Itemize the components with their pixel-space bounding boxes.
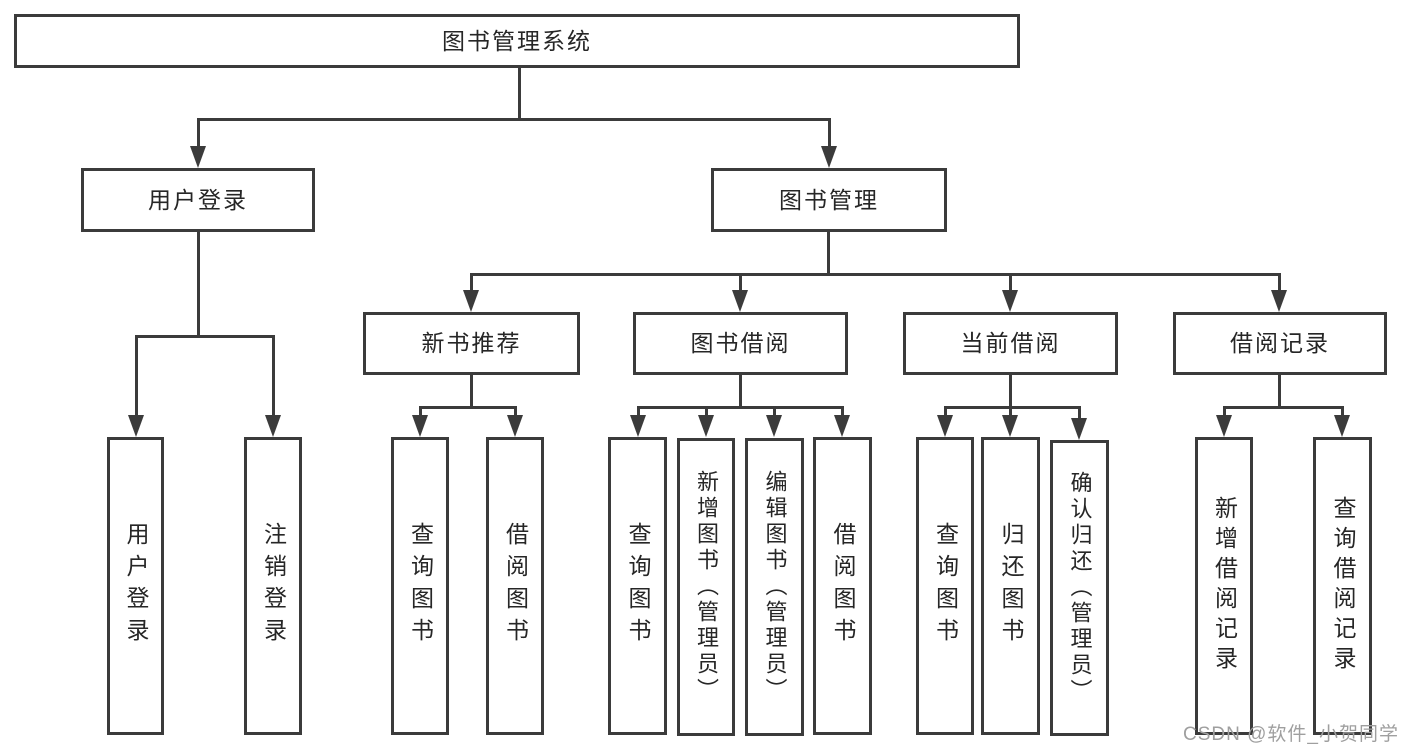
connector-line [637, 406, 843, 409]
arrow-down-icon [1071, 418, 1087, 440]
leaf-confirm-return-admin: 确认归还（管理员） [1050, 440, 1109, 736]
connector-line [773, 406, 776, 418]
connector-line [197, 118, 200, 150]
connector-line [272, 335, 275, 417]
leaf-add-book-admin: 新增图书（管理员） [677, 438, 735, 736]
connector-line [1278, 375, 1281, 406]
arrow-down-icon [766, 415, 782, 437]
connector-line [1009, 406, 1012, 418]
arrow-down-icon [834, 415, 850, 437]
leaf-user-login: 用户登录 [107, 437, 164, 735]
connector-line [1078, 406, 1081, 418]
leaf-borrow-book-2: 借阅图书 [813, 437, 872, 735]
connector-line [197, 118, 831, 121]
leaf-edit-book-admin: 编辑图书（管理员） [745, 438, 804, 736]
arrow-down-icon [412, 415, 428, 437]
connector-line [827, 232, 830, 273]
node-book-borrow: 图书借阅 [633, 312, 848, 375]
connector-line [1223, 406, 1226, 418]
arrow-down-icon [1002, 290, 1018, 312]
connector-line [944, 406, 947, 418]
connector-line [739, 273, 742, 293]
arrow-down-icon [732, 290, 748, 312]
connector-line [470, 273, 1281, 276]
arrow-down-icon [698, 415, 714, 437]
arrow-down-icon [463, 290, 479, 312]
connector-line [197, 232, 200, 335]
connector-line [1009, 375, 1012, 406]
arrow-down-icon [1002, 415, 1018, 437]
connector-line [419, 406, 422, 418]
connector-line [1278, 273, 1281, 293]
leaf-query-book-3: 查询图书 [916, 437, 974, 735]
connector-line [1009, 273, 1012, 293]
arrow-down-icon [1334, 415, 1350, 437]
arrow-down-icon [1216, 415, 1232, 437]
leaf-logout: 注销登录 [244, 437, 302, 735]
arrow-down-icon [821, 146, 837, 168]
node-book-management: 图书管理 [711, 168, 947, 232]
node-user-login: 用户登录 [81, 168, 315, 232]
leaf-add-borrow-record: 新增借阅记录 [1195, 437, 1253, 735]
csdn-watermark: CSDN @软件_小贺同学 [1183, 724, 1399, 745]
leaf-query-borrow-record: 查询借阅记录 [1313, 437, 1372, 735]
node-root: 图书管理系统 [14, 14, 1020, 68]
connector-line [514, 406, 517, 418]
connector-line [841, 406, 844, 418]
node-borrow-record: 借阅记录 [1173, 312, 1387, 375]
connector-line [135, 335, 275, 338]
connector-line [1341, 406, 1344, 418]
arrow-down-icon [1271, 290, 1287, 312]
arrow-down-icon [128, 415, 144, 437]
connector-line [518, 68, 521, 118]
leaf-query-book-2: 查询图书 [608, 437, 667, 735]
connector-line [135, 335, 138, 417]
node-current-borrow: 当前借阅 [903, 312, 1118, 375]
arrow-down-icon [937, 415, 953, 437]
arrow-down-icon [507, 415, 523, 437]
connector-line [1223, 406, 1343, 409]
connector-line [470, 273, 473, 293]
connector-line [637, 406, 640, 418]
arrow-down-icon [630, 415, 646, 437]
leaf-return-book: 归还图书 [981, 437, 1040, 735]
connector-line [739, 375, 742, 406]
leaf-query-book-1: 查询图书 [391, 437, 449, 735]
connector-line [419, 406, 516, 409]
connector-line [470, 375, 473, 406]
leaf-borrow-book-1: 借阅图书 [486, 437, 544, 735]
connector-line [828, 118, 831, 150]
node-new-book-recommend: 新书推荐 [363, 312, 580, 375]
arrow-down-icon [190, 146, 206, 168]
arrow-down-icon [265, 415, 281, 437]
connector-line [705, 406, 708, 418]
connector-line [944, 406, 1081, 409]
